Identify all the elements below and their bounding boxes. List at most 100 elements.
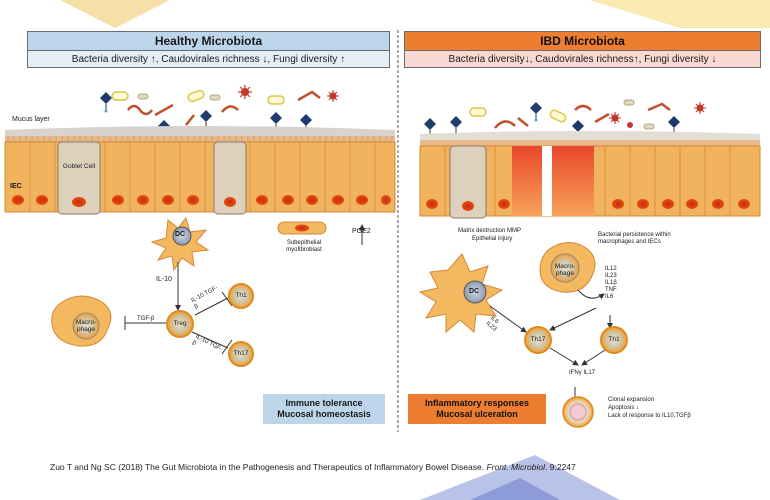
citation-journal: Front. Microbiol [486, 462, 546, 472]
healthy-microbes [100, 85, 339, 140]
ibd-th1-label: Th1 [608, 336, 620, 343]
ibd-outcome-line2: Mucosal ulceration [436, 409, 518, 419]
dc-label: DC [175, 231, 186, 238]
nuclei [12, 195, 391, 205]
healthy-outcome-line1: Immune tolerance [285, 397, 363, 408]
myofibroblast-label: Subepithelial myofibroblast [286, 240, 322, 254]
bacterium-rod [137, 93, 149, 100]
phage-icon [450, 116, 462, 136]
decor-triangle-bottom-dark [470, 478, 560, 500]
fungal-hypha [185, 114, 195, 126]
myofibroblast-nucleus [295, 224, 309, 232]
ibd-diagram [418, 99, 761, 428]
th1-ifn-arrow [581, 349, 606, 366]
tgfb-label: TGF-β [137, 316, 155, 322]
bacterium-capsule [549, 109, 567, 123]
th17-cell [228, 341, 254, 367]
th17-ifn-arrow [549, 347, 579, 366]
injured-cell [552, 146, 594, 216]
healthy-diagram [4, 85, 396, 367]
bacterium-capsule [267, 95, 285, 105]
decor-triangle-bottom [420, 455, 620, 500]
mucus-layer [5, 126, 395, 136]
clonal-line-1: Clonal expansion [608, 397, 655, 403]
goblet-cell-label: Goblet Cell [62, 163, 96, 170]
mucus-layer-label: Mucus layer [12, 116, 50, 123]
bacterium-capsule [187, 89, 205, 103]
ifn-il17-label: IFNγ IL17 [569, 370, 596, 376]
ibd-brush-border [420, 140, 760, 146]
treg-th17-bar [221, 339, 233, 355]
healthy-outcome-line2: Mucosal homeostasis [277, 409, 371, 419]
ibd-nuclei [426, 199, 750, 209]
fungal-hypha [494, 120, 516, 129]
goblet-nucleus [72, 197, 86, 207]
virus-star [238, 85, 252, 99]
healthy-th1-label: Th1 [235, 292, 247, 299]
virus-star [609, 112, 621, 124]
fungal-hypha [517, 117, 529, 127]
healthy-panel-subtitle: Bacteria diversity ↑, Caudovirales richn… [27, 51, 390, 68]
dc-th17-arrow [489, 305, 527, 333]
ibd-th17-label: Th17 [530, 336, 546, 343]
ibd-th1-cell [600, 326, 628, 354]
iec-label: IEC [10, 183, 22, 190]
treg-th17-line [191, 331, 229, 349]
fungal-hypha [647, 102, 671, 112]
goblet-nucleus [224, 197, 236, 207]
cytokine-tnf: TNF [605, 286, 617, 293]
ibd-panel-subtitle: Bacteria diversity↓, Caudovirales richne… [404, 51, 761, 68]
citation-volume: . 9:2247 [545, 462, 576, 472]
bacterium-capsule [111, 91, 129, 101]
ibd-macrophage-nucleus [550, 253, 580, 283]
macrophage-dc-arrow [577, 289, 605, 300]
ibd-goblet-cell [449, 145, 487, 219]
ibd-outcome-line1: Inflammatory responses [424, 397, 530, 408]
bacterium-rod [623, 99, 635, 106]
clonal-cell-nucleus [569, 403, 587, 421]
macrophage-nucleus [72, 312, 100, 340]
fungal-hypha [594, 112, 610, 124]
virus-star [327, 90, 339, 102]
clonal-line-2: Apoptosis ↓ [608, 404, 640, 411]
virus-star [694, 102, 706, 114]
bacterial-persistence-label: Bacterial persistence within macrophages… [598, 232, 671, 246]
cytokine-il23: IL23 [605, 272, 617, 279]
cytokine-il12: IL12 [605, 266, 617, 272]
injured-cell [512, 146, 542, 216]
goblet-cell-2 [213, 141, 247, 215]
epithelial-injury-label: Epithelial injury [472, 236, 513, 242]
fungal-hypha [221, 105, 239, 113]
fungal-hypha [127, 104, 153, 116]
clonal-line-3: Lack of response to IL10,TGFβ [608, 412, 691, 419]
treg-cell [166, 310, 194, 338]
phage-icon [530, 102, 542, 122]
decor-triangle-top-left [60, 0, 170, 28]
ibd-goblet-nucleus [462, 201, 474, 211]
bacterium-rod [209, 94, 221, 101]
ibd-mucus-layer [420, 131, 760, 140]
ibd-dc-nucleus [463, 280, 487, 304]
th1-cell [228, 283, 254, 309]
phage-icon [100, 92, 112, 113]
citation: Zuo T and Ng SC (2018) The Gut Microbiot… [50, 462, 576, 472]
pge2-label: PGE2 [352, 228, 371, 235]
healthy-macrophage-label: Macro-phage [75, 319, 97, 334]
ibd-microbes [424, 99, 706, 140]
ibd-dc-label: DC [469, 288, 480, 295]
fungal-hypha [297, 90, 321, 102]
cytokine-th17-arrow [549, 307, 597, 331]
il10-label: IL-10 [156, 276, 172, 283]
fungal-hypha [154, 103, 174, 117]
decor-triangle-top-right [590, 0, 770, 28]
healthy-outcome-box: Immune tolerance Mucosal homeostasis [263, 394, 385, 424]
healthy-th17-label: Th17 [233, 350, 249, 357]
ibd-panel-title: IBD Microbiota [404, 31, 761, 51]
fungal-hypha [574, 104, 592, 111]
treg-th1-bar [221, 291, 233, 307]
treg-th1-line [194, 297, 229, 316]
matrix-destruction-label: Matrix destruction MMP [458, 228, 522, 234]
dc-nucleus [172, 226, 192, 246]
ibd-dendritic-cell [418, 253, 504, 334]
